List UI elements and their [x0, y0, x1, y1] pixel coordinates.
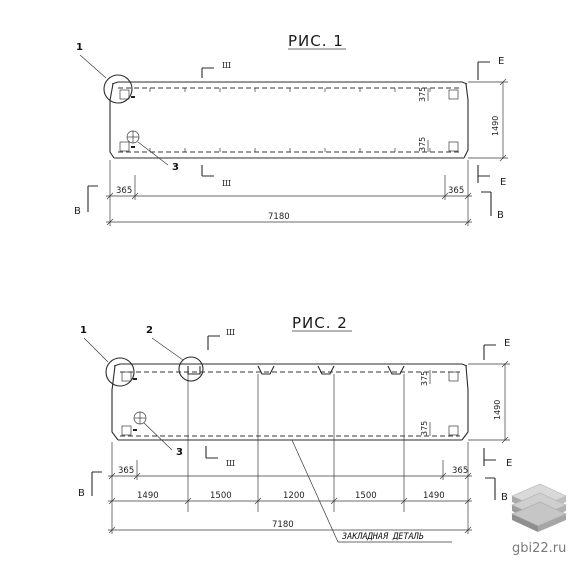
watermark-text: gbi22.ru: [512, 541, 566, 556]
fig2-detail-circle-2: [178, 356, 204, 382]
fig2-note: ЗАКЛАДНАЯ ДЕТАЛЬ: [341, 532, 424, 542]
fig1-dim-right: 365: [448, 186, 464, 196]
fig1-loop-br: [448, 141, 459, 152]
fig2-section-b-right: В: [501, 492, 508, 503]
fig2-span-2: 1500: [210, 491, 232, 501]
fig2-span-5: 1490: [423, 491, 445, 501]
fig2-detail-circle-1: [105, 357, 135, 387]
fig2-section-e-top: Е: [504, 338, 510, 349]
fig1-section-bottom: Ш: [222, 179, 231, 188]
watermark: gbi22.ru: [511, 483, 567, 556]
figure-1: РИС. 1 1 3: [74, 32, 508, 226]
fig2-dim-total: 7180: [272, 520, 294, 530]
fig1-loop-tr: [448, 89, 459, 100]
fig1-dim-gap-top: 375: [418, 87, 427, 102]
fig2-section-top: Ш: [226, 328, 235, 337]
fig1-leader-3: 3: [172, 162, 179, 173]
fig1-dim-height: 1490: [491, 116, 500, 136]
fig1-detail-circle-1: [103, 74, 133, 104]
fig2-leader-3: 3: [176, 447, 183, 458]
figure-2: РИС. 2 1 2: [78, 314, 512, 543]
fig1-loop-tl: [119, 89, 130, 100]
fig1-slab: [109, 81, 469, 159]
fig1-section-e-top: Е: [498, 56, 504, 67]
fig2-section-bottom: Ш: [226, 459, 235, 468]
fig1-section-b-right: В: [497, 210, 504, 221]
fig1-dim-left: 365: [116, 186, 132, 196]
fig2-section-e-bottom: Е: [506, 458, 512, 469]
fig2-dim-right: 365: [452, 466, 468, 476]
fig2-dim-left: 365: [118, 466, 134, 476]
fig2-dim-gap-bottom: 375: [420, 421, 429, 436]
fig2-title: РИС. 2: [292, 314, 348, 332]
fig2-note-leader: [291, 439, 452, 543]
fig2-span-1: 1490: [137, 491, 159, 501]
fig2-leader-2: 2: [146, 325, 153, 336]
fig2-dim-height: 1490: [493, 400, 502, 420]
fig2-slab: [111, 363, 469, 512]
stacked-slabs-logo: [511, 483, 567, 532]
fig2-section-b-left: В: [78, 488, 85, 499]
fig1-section-top: Ш: [222, 61, 231, 70]
fig1-dim-gap-bottom: 375: [418, 137, 427, 152]
fig1-leader-1: 1: [76, 42, 83, 53]
fig2-leader-1: 1: [80, 325, 87, 336]
fig1-section-e-bottom: Е: [500, 177, 506, 188]
fig1-section-b-left: В: [74, 206, 81, 217]
fig1-dim-total: 7180: [268, 212, 290, 222]
fig1-loop-bl: [119, 141, 130, 152]
fig1-title: РИС. 1: [288, 32, 344, 50]
fig2-dim-gap-top: 375: [420, 371, 429, 386]
fig2-span-3: 1200: [283, 491, 305, 501]
fig2-span-4: 1500: [355, 491, 377, 501]
